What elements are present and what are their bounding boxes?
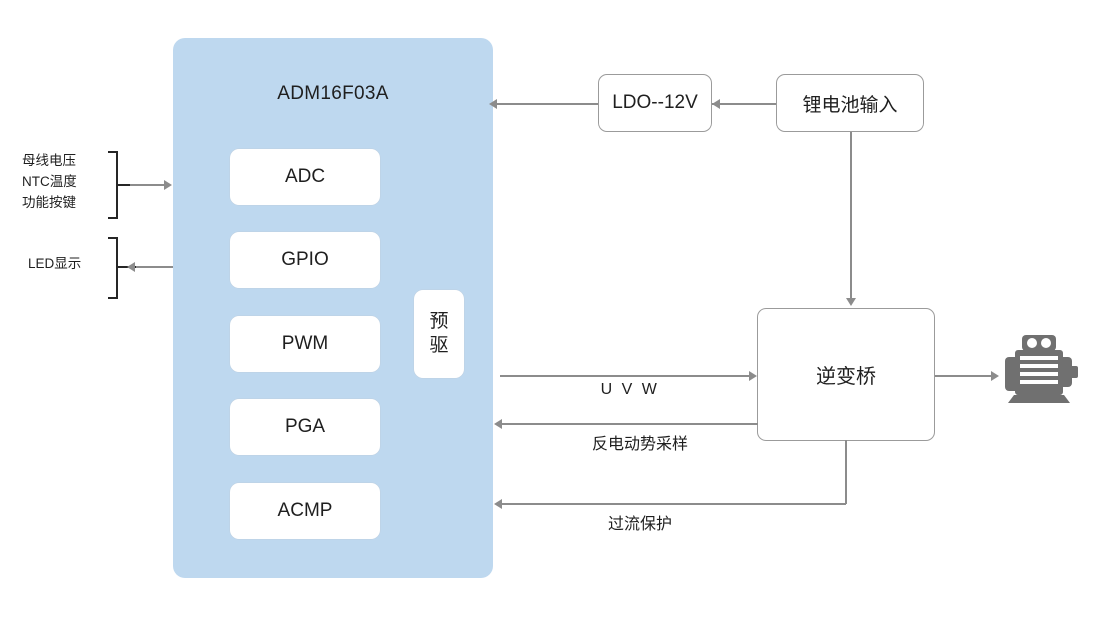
mcu-block-pwm-label: PWM [281, 333, 329, 354]
battery-to-inverter-line [850, 132, 852, 300]
uvw-line [500, 375, 751, 377]
uvw-arrowhead [749, 371, 757, 381]
led-output-line [136, 266, 173, 268]
mcu-block-pwm[interactable]: PWM [230, 316, 380, 372]
battery-to-ldo-arrowhead [712, 99, 720, 109]
over-current-arrowhead [494, 499, 502, 509]
back-emf-arrowhead [494, 419, 502, 429]
mcu-block-pga[interactable]: PGA [230, 399, 380, 455]
mcu-block-adc[interactable]: ADC [230, 149, 380, 205]
sensor-input-arrowhead [164, 180, 172, 190]
mcu-title: ADM16F03A [277, 83, 389, 104]
pre-driver-block[interactable]: 预 驱 [414, 290, 464, 378]
mcu-block-adc-label: ADC [284, 166, 326, 187]
uvw-label: U V W [600, 381, 660, 398]
battery-input-label: 锂电池输入 [802, 94, 898, 116]
battery-to-inverter-arrowhead [846, 298, 856, 306]
led-output-labels: LED显示 [28, 254, 81, 275]
led-output-label-1: LED显示 [28, 256, 82, 271]
over-current-line [500, 503, 846, 505]
led-output-arrowhead [127, 262, 135, 272]
ldo-to-mcu-line [495, 103, 598, 105]
over-current-label: 过流保护 [607, 516, 672, 533]
inverter-to-motor-arrowhead [991, 371, 999, 381]
back-emf-line [500, 423, 758, 425]
pre-driver-label-line1: 预 [429, 311, 449, 333]
sensor-input-labels: 母线电压 NTC温度 功能按键 [22, 151, 77, 214]
ldo-block[interactable]: LDO--12V [598, 74, 712, 132]
sensor-input-label-1: 母线电压 [22, 153, 76, 168]
sensor-input-label-2: NTC温度 [22, 173, 77, 189]
ldo-to-mcu-arrowhead [489, 99, 497, 109]
back-emf-label: 反电动势采样 [591, 436, 688, 453]
mcu-block-pga-label: PGA [284, 416, 326, 437]
inverter-bridge-block[interactable]: 逆变桥 [757, 308, 935, 441]
mcu-block-acmp-label: ACMP [277, 500, 333, 521]
led-output-bracket [108, 237, 118, 299]
mcu-block-acmp[interactable]: ACMP [230, 483, 380, 539]
battery-to-ldo-line [712, 103, 776, 105]
sensor-input-label-3: 功能按键 [22, 194, 76, 210]
mcu-block-gpio[interactable]: GPIO [230, 232, 380, 288]
pre-driver-label-line2: 驱 [429, 335, 449, 356]
battery-input-block[interactable]: 锂电池输入 [776, 74, 924, 132]
over-current-vertical-line [845, 440, 847, 504]
ldo-label: LDO--12V [612, 92, 698, 113]
inverter-to-motor-line [935, 375, 997, 377]
motor-icon [1002, 333, 1078, 405]
inverter-bridge-label: 逆变桥 [816, 366, 876, 388]
sensor-input-line [130, 184, 166, 186]
mcu-block-gpio-label: GPIO [281, 249, 329, 270]
